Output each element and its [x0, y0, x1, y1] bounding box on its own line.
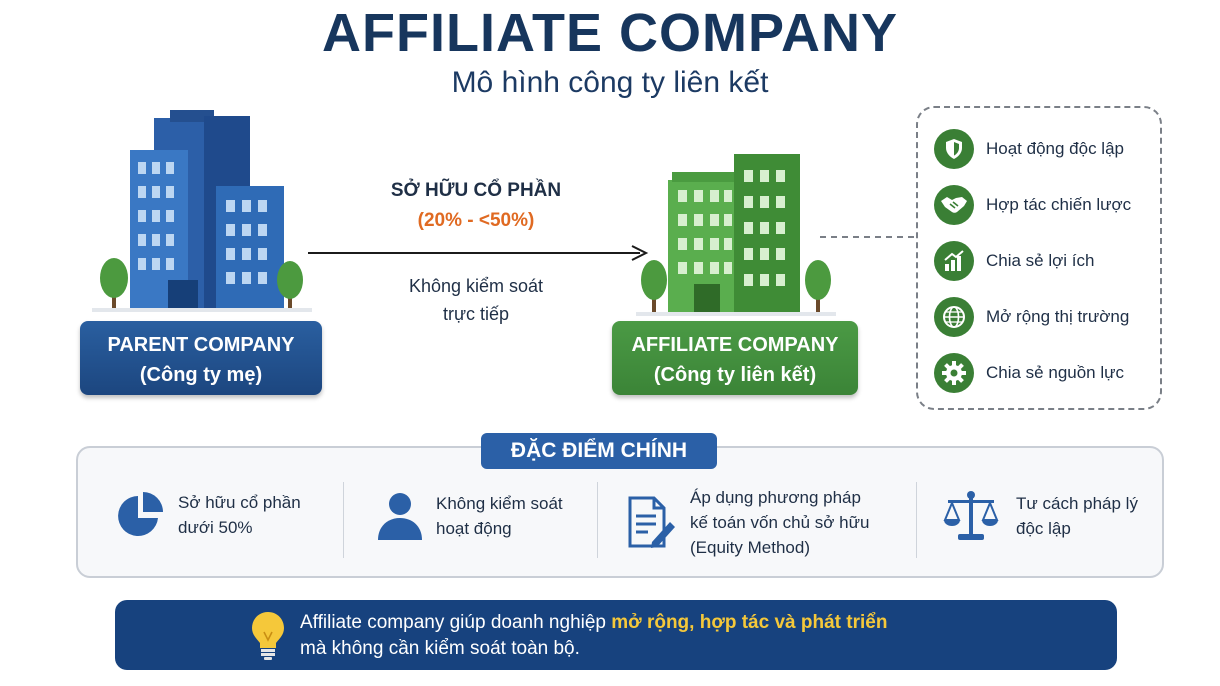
ownership-title: SỞ HỮU CỔ PHẦN [390, 180, 562, 201]
feature-line: dưới 50% [178, 518, 253, 537]
feature-divider [343, 482, 344, 558]
features-panel [76, 446, 1164, 578]
benefit-item: Mở rộng thị trường [934, 296, 1129, 338]
benefits-panel: Hoạt động độc lập Hợp tác chiến lược Chi… [916, 106, 1162, 410]
benefit-item: Hợp tác chiến lược [934, 184, 1131, 226]
benefit-label: Chia sẻ lợi ích [986, 251, 1095, 270]
banner-highlight: mở rộng, hợp tác và phát triển [611, 612, 888, 633]
parent-building-icon [92, 110, 312, 312]
feature-item: Tư cách pháp lý độc lập [942, 490, 1138, 542]
feature-line: Sở hữu cổ phần [178, 493, 301, 512]
feature-divider [597, 482, 598, 558]
person-icon [376, 490, 424, 542]
banner-text: Affiliate company giúp doanh nghiệp [300, 612, 612, 633]
handshake-icon [934, 185, 974, 225]
affiliate-company-label: AFFILIATE COMPANY (Công ty liên kết) [612, 321, 858, 395]
document-edit-icon [626, 496, 676, 550]
benefit-label: Mở rộng thị trường [986, 307, 1130, 326]
parent-company-subname: (Công ty mẹ) [139, 364, 263, 386]
affiliate-company-name: AFFILIATE COMPANY [631, 334, 839, 356]
control-note-line1: Không kiểm soát [408, 276, 544, 296]
benefit-item: Chia sẻ lợi ích [934, 240, 1094, 282]
benefits-connector [820, 236, 918, 238]
gear-icon [934, 353, 974, 393]
globe-icon [934, 297, 974, 337]
feature-line: hoạt động [436, 519, 512, 538]
affiliate-building-icon [636, 154, 836, 316]
lightbulb-icon [252, 612, 284, 660]
control-note: Không kiểm soát trực tiếp [362, 272, 590, 328]
feature-line: kế toán vốn chủ sở hữu [690, 513, 870, 532]
feature-item: Áp dụng phương pháp kế toán vốn chủ sở h… [626, 485, 869, 560]
feature-line: độc lập [1016, 519, 1071, 538]
page-title: AFFILIATE COMPANY [322, 3, 898, 63]
parent-company-label: PARENT COMPANY (Công ty mẹ) [80, 321, 322, 395]
benefit-label: Hoạt động độc lập [986, 139, 1124, 158]
ownership-arrow [308, 245, 649, 261]
benefit-item: Chia sẻ nguồn lực [934, 352, 1124, 394]
feature-divider [916, 482, 917, 558]
shield-icon [934, 129, 974, 169]
feature-line: Áp dụng phương pháp [690, 488, 861, 507]
banner-line2: mà không cần kiểm soát toàn bộ. [300, 638, 580, 659]
scales-icon [942, 490, 1000, 542]
feature-item: Sở hữu cổ phần dưới 50% [116, 490, 301, 540]
parent-company-name: PARENT COMPANY [107, 334, 295, 356]
feature-line: Tư cách pháp lý [1016, 494, 1138, 513]
feature-line: (Equity Method) [690, 538, 810, 557]
control-note-line2: trực tiếp [442, 304, 510, 324]
banner-line1: Affiliate company giúp doanh nghiệp mở r… [300, 612, 887, 634]
affiliate-company-subname: (Công ty liên kết) [653, 364, 817, 386]
page-subtitle: Mô hình công ty liên kết [451, 66, 769, 99]
ownership-range: (20% - <50%) [417, 210, 535, 231]
benefit-label: Hợp tác chiến lược [986, 195, 1132, 214]
growth-chart-icon [934, 241, 974, 281]
feature-item: Không kiểm soát hoạt động [376, 490, 563, 542]
pie-chart-icon [116, 490, 166, 540]
features-header: ĐẶC ĐIỂM CHÍNH [481, 433, 717, 469]
feature-line: Không kiểm soát [436, 494, 563, 513]
benefit-item: Hoạt động độc lập [934, 128, 1124, 170]
benefit-label: Chia sẻ nguồn lực [986, 363, 1125, 382]
